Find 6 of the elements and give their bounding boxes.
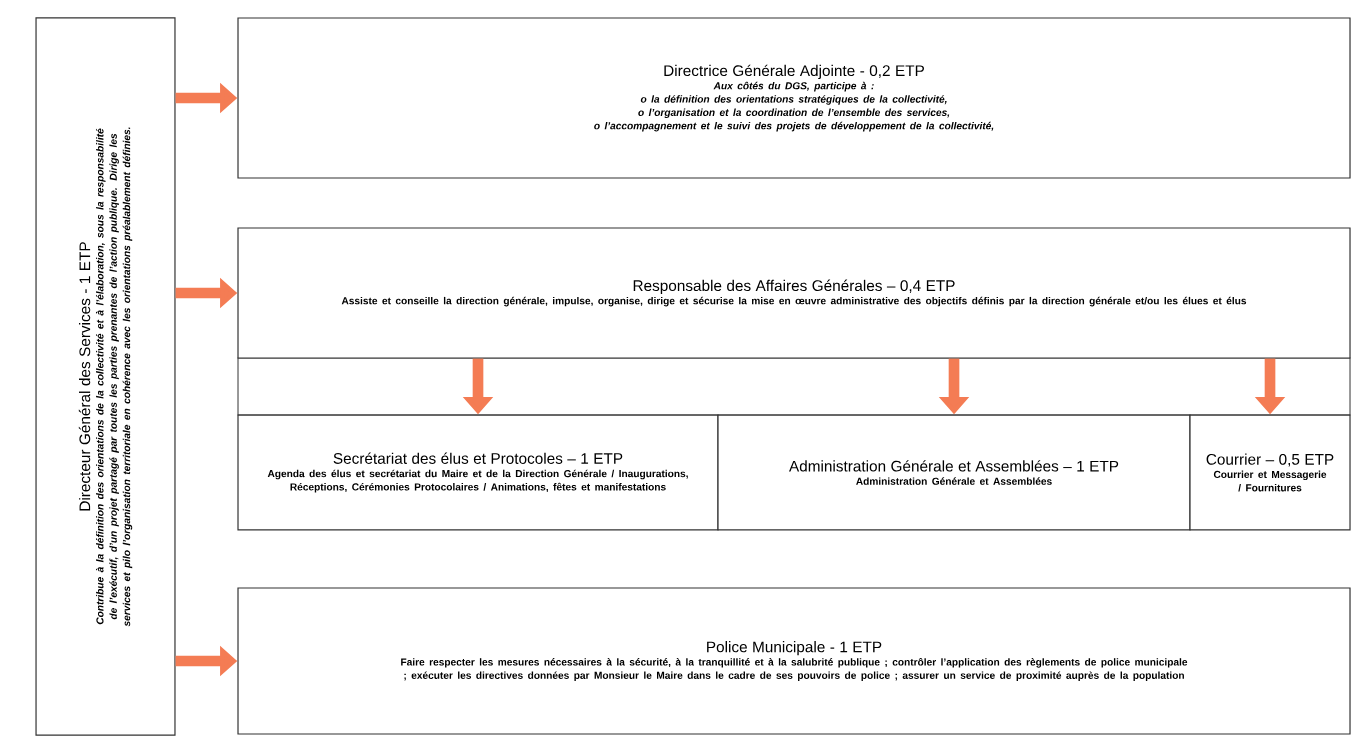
org-box: Police Municipale - 1 ETP Faire respecter les mesures nécessaires à la sécurité, à la tranquillité et à la salubrité publique ; contrôler l’application des règlements de police municipale ; exécuter les directives données par Monsieur le Maire dans le cadre de ses pouvoirs de police ; assurer un service de proximité auprès de la population: [237, 587, 1351, 735]
org-box: Directrice Générale Adjointe - 0,2 ETP Aux côtés du DGS, participe à : o la définition des orientations stratégiques de la collectivité, o l’organisation et la coordination de l’ensemble des services, o l’accompagnement et le suivi des projets de développement de la collectivité,: [237, 17, 1351, 179]
org-box: Directeur Général des Services - 1 ETP Contribue à la définition des orientations de la collectivité et à l’élaboration, sous la responsabilité de l’exécutif, d’un projet partagé par toutes les parties prenantes de l’action publique. Dirige les services et pilo l’organisation territoriale en cohérence avec les orientations préalablement définies.: [35, 17, 176, 736]
org-box: Responsable des Affaires Générales – 0,4 ETP Assiste et conseille la direction générale, impulse, organise, dirige et sécurise la mise en œuvre administrative des objectifs définis par la direction générale et/ou les élues et élus: [237, 227, 1351, 359]
org-box: Courrier – 0,5 ETP Courrier et Messagerie / Fournitures: [1189, 414, 1351, 531]
org-box: Secrétariat des élus et Protocoles – 1 ETP Agenda des élus et secrétariat du Maire et de la Direction Générale / Inaugurations, Réceptions, Cérémonies Protocolaires / Animations, fêtes et manifestations: [237, 414, 719, 531]
